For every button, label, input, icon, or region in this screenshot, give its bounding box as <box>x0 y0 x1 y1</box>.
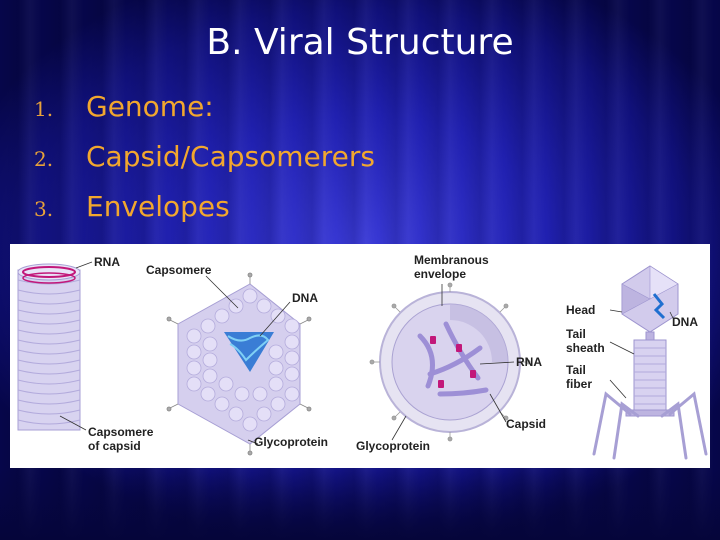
label-glycoprotein-icosahedral: Glycoprotein <box>254 435 328 449</box>
slide-title: B. Viral Structure <box>206 22 514 63</box>
list-number: 2. <box>34 147 54 171</box>
list-number: 1. <box>34 97 54 121</box>
list-number: 3. <box>34 197 54 221</box>
list-text: Envelopes <box>86 190 230 223</box>
enveloped-virus <box>369 282 531 442</box>
label-capsomere-of-capsid-2: of capsid <box>88 439 141 453</box>
list-item: 2. Capsid/Capsomerers <box>34 140 375 190</box>
list-text: Genome: <box>86 90 214 123</box>
virus-structure-figure: RNA Capsomere of capsid <box>10 244 710 468</box>
label-membranous-envelope: Membranous <box>414 253 489 267</box>
label-tail-sheath-2: sheath <box>566 341 605 355</box>
list-text: Capsid/Capsomerers <box>86 140 375 173</box>
list-item: 3. Envelopes <box>34 190 375 240</box>
label-dna-phage: DNA <box>672 315 698 329</box>
label-dna-icosahedral: DNA <box>292 291 318 305</box>
floor-shadow <box>0 470 720 540</box>
label-rna-helical: RNA <box>94 255 120 269</box>
helical-virus <box>17 261 93 431</box>
bullet-list: 1. Genome: 2. Capsid/Capsomerers 3. Enve… <box>34 90 375 240</box>
label-tail-fiber-2: fiber <box>566 377 592 391</box>
label-tail-sheath: Tail <box>566 327 586 341</box>
label-glycoprotein-enveloped: Glycoprotein <box>356 439 430 453</box>
label-membranous-envelope-2: envelope <box>414 267 466 281</box>
label-capsomere-of-capsid: Capsomere <box>88 425 154 439</box>
label-rna-enveloped: RNA <box>516 355 542 369</box>
label-capsomere: Capsomere <box>146 263 212 277</box>
icosahedral-virus <box>166 272 312 456</box>
list-item: 1. Genome: <box>34 90 375 140</box>
label-head: Head <box>566 303 595 317</box>
bacteriophage <box>592 265 708 460</box>
label-tail-fiber: Tail <box>566 363 586 377</box>
virus-diagram: RNA Capsomere of capsid <box>17 253 708 460</box>
label-capsid: Capsid <box>506 417 546 431</box>
